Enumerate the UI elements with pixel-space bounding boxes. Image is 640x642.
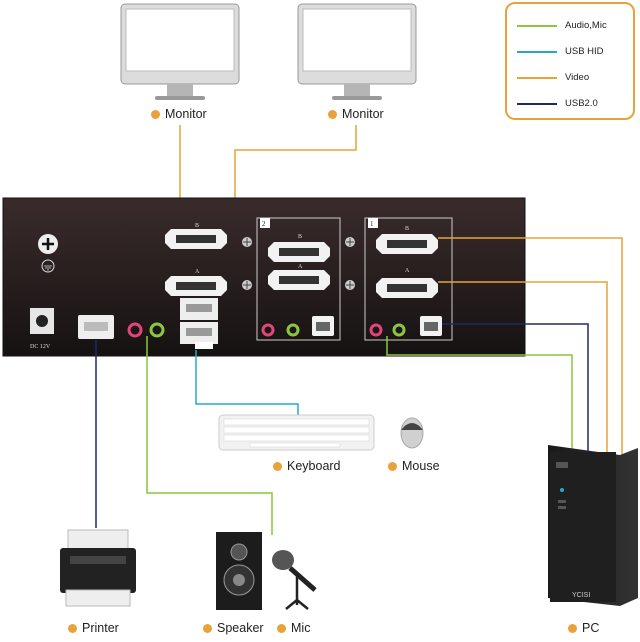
video-cable-pc-2 <box>438 281 608 455</box>
bullet-dot <box>328 109 337 119</box>
legend-audio-label: Audio,Mic <box>565 20 607 31</box>
printer-icon <box>60 529 136 607</box>
mic-text: Mic <box>291 621 311 635</box>
legend-usb-hid-label: USB HID <box>565 46 604 57</box>
bullet-dot <box>151 109 160 119</box>
monitor-right-icon <box>297 3 417 100</box>
dc-label: DC 12V <box>30 344 51 350</box>
legend-item-audio: Audio,Mic <box>517 20 607 31</box>
legend-item-usb2: USB2.0 <box>517 98 598 109</box>
legend-video-swatch <box>517 76 557 79</box>
port-group-1-label: 1 <box>370 220 374 228</box>
bullet-dot <box>568 623 577 633</box>
bullet-dot <box>277 623 286 633</box>
bullet-dot <box>68 623 77 633</box>
port-a-label-left: A <box>195 269 200 275</box>
speaker-icon <box>216 532 262 610</box>
legend-item-usb-hid: USB HID <box>517 46 604 57</box>
usb-cable-pc <box>442 323 589 455</box>
kvm-rear-panel <box>2 197 526 357</box>
legend-usb2-swatch <box>517 102 557 105</box>
port-a-label-1: A <box>405 268 410 274</box>
pc-brand-label: YCISI <box>572 592 590 599</box>
port-b-label-left: B <box>195 223 199 229</box>
printer-text: Printer <box>82 621 119 635</box>
pc-text: PC <box>582 621 600 635</box>
speaker-text: Speaker <box>217 621 264 635</box>
legend-usb-hid-swatch <box>517 50 557 53</box>
monitor-left-text: Monitor <box>165 107 207 121</box>
audio-cable-speaker <box>146 336 273 535</box>
video-cable-pc-1 <box>438 237 623 455</box>
mic-icon <box>272 550 317 610</box>
keyboard-icon <box>218 414 375 451</box>
monitor-right-label: Monitor <box>328 107 384 121</box>
legend-usb2-label: USB2.0 <box>565 98 598 109</box>
pc-tower-icon <box>548 445 638 606</box>
pc-label: PC <box>568 621 599 635</box>
speaker-label: Speaker <box>203 621 264 635</box>
port-a-label-2: A <box>298 264 303 270</box>
legend-audio-swatch <box>517 24 557 27</box>
bullet-dot <box>203 623 212 633</box>
mic-label: Mic <box>277 621 310 635</box>
keyboard-label: Keyboard <box>273 459 341 473</box>
mouse-icon <box>400 417 424 449</box>
mouse-text: Mouse <box>402 459 440 473</box>
monitor-right-text: Monitor <box>342 107 384 121</box>
port-b-label-2: B <box>298 234 302 240</box>
legend-video-label: Video <box>565 72 590 83</box>
legend-item-video: Video <box>517 72 589 83</box>
hid-cable-keyboard <box>195 350 299 415</box>
port-group-2-label: 2 <box>262 220 266 228</box>
port-b-label-1: B <box>405 226 409 232</box>
legend: Audio,Mic USB HID Video USB2.0 <box>505 2 635 120</box>
audio-cable-pc <box>386 336 573 455</box>
printer-label: Printer <box>68 621 119 635</box>
monitor-left-icon <box>120 3 240 100</box>
keyboard-text: Keyboard <box>287 459 341 473</box>
monitor-left-label: Monitor <box>151 107 207 121</box>
bullet-dot <box>273 461 282 471</box>
mouse-label: Mouse <box>388 459 440 473</box>
bullet-dot <box>388 461 397 471</box>
